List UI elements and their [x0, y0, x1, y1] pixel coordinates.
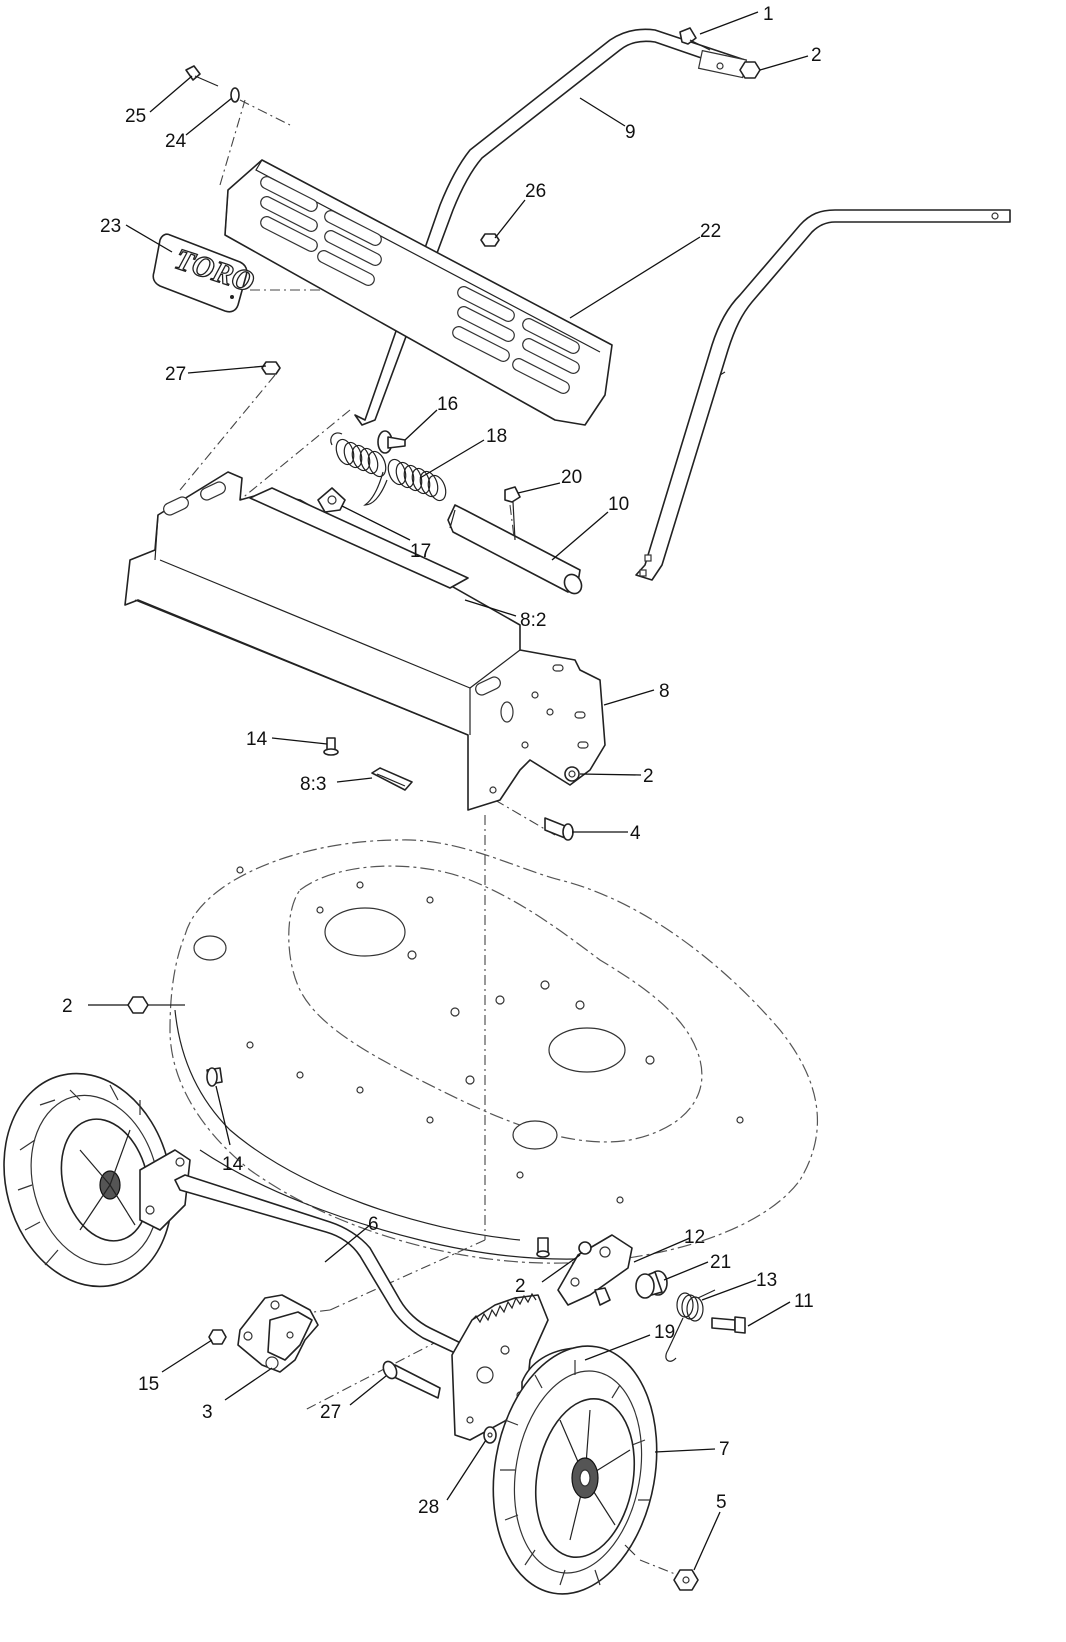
callout-15: 15	[138, 1374, 159, 1395]
callout-1: 1	[763, 4, 774, 25]
nut-26	[480, 233, 500, 247]
clevis-pin-16	[377, 430, 406, 454]
callout-2-top: 2	[811, 45, 822, 66]
callout-17: 17	[410, 541, 431, 562]
height-lever-3	[237, 1294, 319, 1373]
callout-7: 7	[719, 1439, 730, 1460]
callout-28: 28	[418, 1497, 439, 1518]
bolt-27-lower	[382, 1360, 441, 1399]
callout-19: 19	[654, 1322, 675, 1343]
leader-lines	[88, 11, 809, 1571]
callout-14-upper: 14	[246, 729, 268, 750]
callout-2-housing: 2	[643, 766, 654, 787]
bolt-11	[711, 1316, 746, 1334]
bolt-4	[544, 817, 574, 841]
bolt-1	[679, 27, 711, 51]
spring-bracket	[317, 487, 346, 513]
callout-27-upper: 27	[165, 364, 186, 385]
nut-15	[208, 1329, 227, 1345]
callout-3: 3	[202, 1402, 213, 1423]
decal-8-3	[371, 767, 413, 791]
right-wheel	[492, 1345, 658, 1595]
callout-2-deck: 2	[62, 996, 73, 1017]
callout-20: 20	[561, 467, 582, 488]
right-handle-tube	[635, 209, 1011, 581]
nut-27-upper	[261, 361, 281, 375]
washer-28	[483, 1426, 497, 1444]
callout-8: 8	[659, 681, 670, 702]
assembly-centerlines	[179, 99, 691, 1581]
panel-slots	[260, 176, 580, 394]
bolt-25	[185, 65, 219, 87]
pin-14-upper	[323, 737, 339, 756]
callout-21: 21	[710, 1252, 731, 1273]
callout-2-lower: 2	[515, 1276, 526, 1297]
callout-9: 9	[625, 122, 636, 143]
handle-grille-panel	[224, 159, 613, 426]
nut-lower-2	[536, 1237, 550, 1258]
callout-24: 24	[165, 131, 187, 152]
callout-14-lower: 14	[222, 1154, 244, 1175]
callout-18: 18	[486, 426, 507, 447]
callout-12: 12	[684, 1227, 705, 1248]
callout-6: 6	[368, 1214, 379, 1235]
mower-deck-phantom	[169, 839, 818, 1264]
callout-27-lower: 27	[320, 1402, 341, 1423]
callout-25: 25	[125, 106, 146, 127]
bolt-20	[504, 486, 521, 541]
callout-13: 13	[756, 1270, 777, 1291]
toro-decal: TORO	[152, 233, 259, 313]
link-bracket-12	[557, 1234, 633, 1306]
pin-14-lower	[206, 1067, 223, 1087]
callout-23: 23	[100, 216, 121, 237]
nut-top	[739, 61, 761, 79]
callout-5: 5	[716, 1492, 727, 1513]
torsion-spring	[330, 432, 447, 506]
torsion-spring-13	[665, 1289, 716, 1362]
callout-16: 16	[437, 394, 458, 415]
washer-24	[230, 87, 240, 103]
callout-4: 4	[630, 823, 641, 844]
callout-22: 22	[700, 221, 721, 242]
pivot-rod	[447, 504, 583, 595]
handle-mount-housing	[124, 471, 606, 811]
callout-11: 11	[794, 1291, 814, 1312]
bushing-21	[635, 1270, 668, 1299]
callouts: 1 2 25 24 9 26 23 22 27 16 18 20 10 17 8…	[62, 4, 822, 1518]
left-height-adjuster	[139, 1149, 191, 1231]
nut-5	[673, 1569, 699, 1591]
decal-8-2	[249, 487, 469, 589]
callout-8-3: 8:3	[300, 774, 326, 795]
nut-deck-left	[127, 996, 185, 1014]
callout-10: 10	[608, 494, 629, 515]
nut-housing	[564, 766, 580, 782]
left-wheel	[3, 1072, 173, 1288]
callout-8-2: 8:2	[520, 610, 546, 631]
callout-26: 26	[525, 181, 546, 202]
